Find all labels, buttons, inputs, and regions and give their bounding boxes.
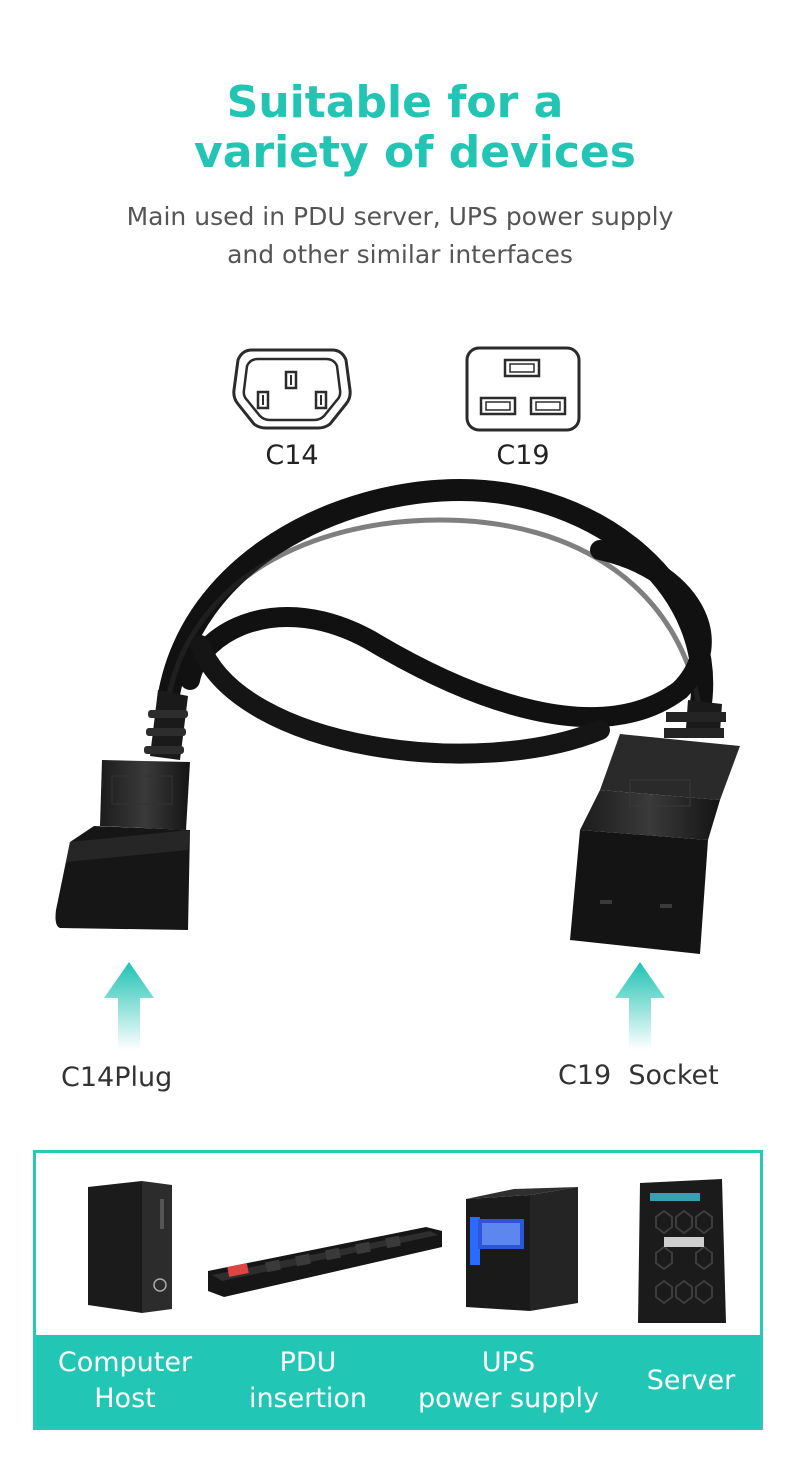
c19-arrow-icon bbox=[615, 962, 665, 1050]
server-image bbox=[638, 1179, 726, 1323]
device-label-pdu: PDU insertion bbox=[248, 1347, 368, 1414]
c19-label: C19 bbox=[496, 440, 550, 471]
c19-connector-icon bbox=[465, 346, 581, 432]
subtitle-line-1: Main used in PDU server, UPS power suppl… bbox=[126, 202, 674, 231]
power-cable-illustration bbox=[55, 478, 740, 954]
title-line-2: variety of devices bbox=[194, 127, 636, 178]
device-label-ups: UPS power supply bbox=[418, 1347, 599, 1414]
device-label-server: Server bbox=[646, 1365, 736, 1396]
devices-label-bar: Computer Host PDU insertion UPS power su… bbox=[36, 1335, 760, 1427]
c14-label: C14 bbox=[265, 440, 319, 471]
device-label-computer-host: Computer Host bbox=[57, 1347, 193, 1414]
subtitle-line-2: and other similar interfaces bbox=[227, 240, 573, 269]
pdu-image bbox=[208, 1227, 442, 1297]
page-title: Suitable for a variety of devices bbox=[0, 78, 790, 178]
computer-host-image bbox=[88, 1181, 172, 1313]
c19-socket-label: C19 Socket bbox=[558, 1060, 719, 1091]
ups-image bbox=[466, 1187, 578, 1311]
devices-panel: Computer Host PDU insertion UPS power su… bbox=[33, 1150, 763, 1430]
c14-plug-label: C14Plug bbox=[61, 1062, 173, 1093]
title-line-1: Suitable for a bbox=[226, 77, 564, 128]
c14-arrow-icon bbox=[104, 962, 154, 1050]
page-subtitle: Main used in PDU server, UPS power suppl… bbox=[0, 198, 790, 274]
c14-connector-icon bbox=[232, 348, 352, 430]
